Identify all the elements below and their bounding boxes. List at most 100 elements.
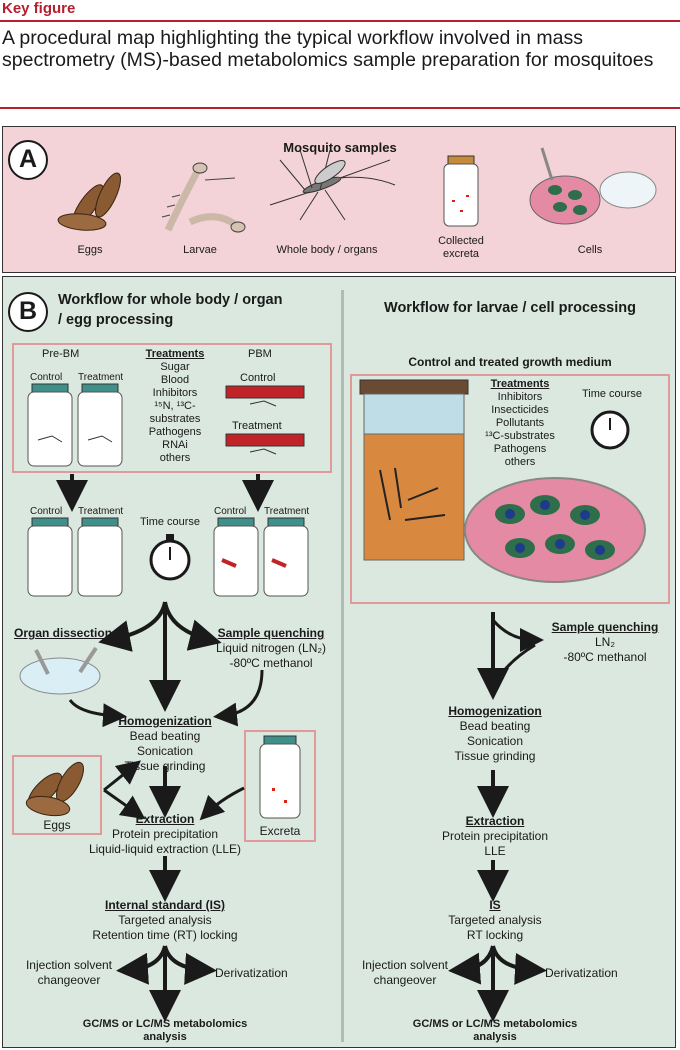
left-extraction-item: Protein precipitation <box>111 827 219 841</box>
key-figure-kicker: Key figure <box>2 0 76 17</box>
sample-excreta-label: Collected excreta <box>438 235 484 260</box>
sample-eggs-label: Eggs <box>77 244 103 256</box>
left-treatment-item: others <box>159 452 191 464</box>
excreta-box <box>244 730 316 842</box>
right-treatment-item: Insecticides <box>491 404 549 416</box>
header-rule-top <box>0 20 680 22</box>
left-injection-label: Injection solvent changeover <box>25 958 113 987</box>
organ-dissection-label: Organ dissection <box>14 626 113 640</box>
excreta-jar-icon <box>443 155 479 227</box>
sample-cells-label: Cells <box>577 244 603 256</box>
panel-b-divider <box>341 290 344 1042</box>
pre-bm-treatment-label: Treatment <box>78 372 124 383</box>
left-treatment-item: RNAi <box>162 439 188 451</box>
excreta-box-jar-icon <box>259 735 301 819</box>
mosquito-icon <box>269 149 396 221</box>
right-treatments-heading: Treatments <box>490 378 550 390</box>
right-homogenization-heading: Homogenization <box>448 704 542 718</box>
sample-larvae-label: Larvae <box>183 244 217 256</box>
panel-a-label: A <box>8 140 48 180</box>
pre-bm-treatment-jar-icon <box>77 383 123 467</box>
pbm-label: PBM <box>248 348 272 360</box>
left-final-analysis: GC/MS or LC/MS metabolomics analysis <box>82 1018 248 1043</box>
right-injection-label: Injection solvent changeover <box>361 958 449 987</box>
eggs-box <box>12 755 102 835</box>
right-derivatization-label: Derivatization <box>545 966 618 980</box>
left-homog-item: Sonication <box>136 744 194 758</box>
medium-title: Control and treated growth medium <box>408 355 612 369</box>
row2-pbm-control-label: Control <box>214 506 247 517</box>
sample-whole-body-label: Whole body / organs <box>276 244 378 256</box>
right-treatment-item: Pollutants <box>495 417 545 429</box>
right-stopwatch-icon <box>590 410 630 450</box>
right-workflow-title: Workflow for larvae / cell processing <box>384 300 636 316</box>
row2-pbm-treatment-label: Treatment <box>264 506 310 517</box>
left-treatment-item: Inhibitors <box>152 387 198 399</box>
right-quench-item: LN₂ <box>595 635 615 649</box>
right-treatments-list: Treatments Inhibitors Insecticides Pollu… <box>480 378 560 469</box>
right-treatment-item: ¹³C-substrates <box>485 430 555 442</box>
row2-treatment-label: Treatment <box>78 506 124 517</box>
dissection-dish-icon <box>19 646 101 695</box>
right-final-analysis: GC/MS or LC/MS metabolomics analysis <box>412 1018 578 1043</box>
left-derivatization-label: Derivatization <box>215 966 288 980</box>
right-quenching-block: Sample quenching LN₂ -80ºC methanol <box>540 620 670 665</box>
right-extraction-item: Protein precipitation <box>441 829 549 843</box>
left-quenching-heading: Sample quenching <box>217 626 325 640</box>
right-homog-item: Bead beating <box>459 719 531 733</box>
left-is-heading: Internal standard (IS) <box>104 898 226 912</box>
larvae-icon <box>161 162 246 233</box>
row2-pbm-control-jar-icon <box>213 517 259 597</box>
right-homogenization-block: Homogenization Bead beating Sonication T… <box>430 704 560 764</box>
right-quenching-heading: Sample quenching <box>551 620 659 634</box>
growth-medium-jar-icon <box>359 379 469 561</box>
right-is-item: Targeted analysis <box>448 913 542 927</box>
left-homog-item: Bead beating <box>129 729 201 743</box>
pbm-treatment-tube-icon <box>225 433 305 455</box>
left-treatment-item: ¹⁵N, ¹³C-substrates <box>149 400 201 425</box>
treatment-setup-box <box>12 343 332 473</box>
right-cell-dish-icon <box>464 477 646 583</box>
growth-medium-box <box>350 374 670 604</box>
pbm-control-label: Control <box>240 372 276 384</box>
left-treatment-item: Pathogens <box>148 426 202 438</box>
right-extraction-item: LLE <box>484 844 506 858</box>
row2-pbm-treatment-jar-icon <box>263 517 309 597</box>
left-quench-item: Liquid nitrogen (LN₂) <box>215 641 327 655</box>
panel-b-label: B <box>8 292 48 332</box>
stopwatch-icon <box>149 534 191 581</box>
left-treatments-heading: Treatments <box>145 348 205 360</box>
right-homog-item: Tissue grinding <box>454 749 536 763</box>
right-time-course-label: Time course <box>581 388 643 400</box>
pre-bm-control-jar-icon <box>27 383 73 467</box>
eggs-box-label: Eggs <box>43 818 71 832</box>
pre-bm-control-label: Control <box>30 372 63 383</box>
left-workflow-title: Workflow for whole body / organ / egg pr… <box>58 292 283 328</box>
left-treatment-item: Blood <box>160 374 190 386</box>
right-treatment-item: Pathogens <box>493 443 547 455</box>
right-is-item: RT locking <box>466 928 524 942</box>
left-is-item: Retention time (RT) locking <box>92 928 238 942</box>
right-treatment-item: Inhibitors <box>497 391 543 403</box>
left-treatment-item: Sugar <box>160 361 190 373</box>
excreta-box-label: Excreta <box>259 824 301 838</box>
panel-a-title: Mosquito samples <box>283 140 397 155</box>
page-title: A procedural map highlighting the typica… <box>2 27 654 71</box>
left-quench-item: -80ºC methanol <box>229 656 313 670</box>
right-quench-item: -80ºC methanol <box>563 650 647 664</box>
left-is-block: Internal standard (IS) Targeted analysis… <box>70 898 260 943</box>
header-rule-bottom <box>0 107 680 109</box>
eggs-icon <box>57 172 121 231</box>
left-homogenization-heading: Homogenization <box>118 714 212 728</box>
pre-bm-label: Pre-BM <box>42 348 80 360</box>
left-treatments-list: Treatments Sugar Blood Inhibitors ¹⁵N, ¹… <box>130 348 220 465</box>
pbm-control-tube-icon <box>225 385 305 407</box>
right-is-block: IS Targeted analysis RT locking <box>430 898 560 943</box>
egg-box-icon <box>25 761 84 817</box>
right-homog-item: Sonication <box>466 734 524 748</box>
row2-treatment-jar-icon <box>77 517 123 597</box>
cell-dish-icon <box>529 147 657 225</box>
left-is-item: Targeted analysis <box>118 913 212 927</box>
